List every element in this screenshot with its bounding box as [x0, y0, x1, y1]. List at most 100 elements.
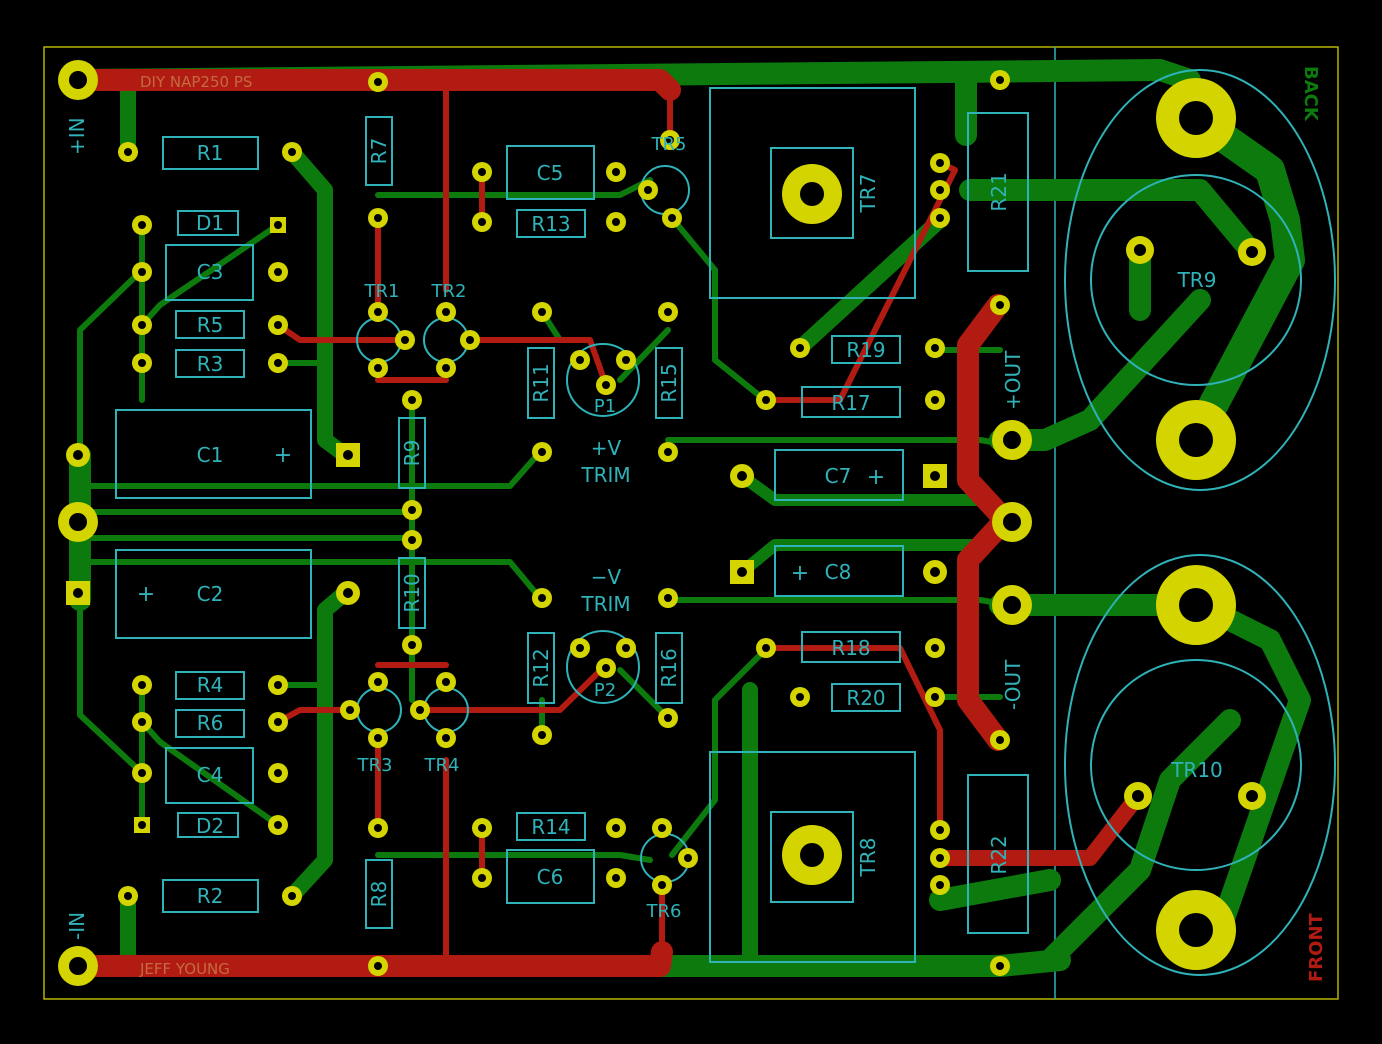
ref-R19: R19	[846, 338, 885, 362]
pad-hole	[664, 308, 672, 316]
front-label: FRONT	[1306, 912, 1327, 982]
pad-hole	[138, 359, 146, 367]
pad-hole	[538, 308, 546, 316]
pad-hole	[138, 221, 146, 229]
ref-D2: D2	[196, 814, 224, 838]
ref-R17: R17	[831, 391, 870, 415]
c7-plus: +	[867, 465, 885, 490]
pad-hole	[762, 396, 770, 404]
pad-hole	[274, 718, 282, 726]
ref-TR1: TR1	[364, 281, 400, 302]
pad-hole	[644, 186, 652, 194]
pad-hole	[346, 706, 354, 714]
pad-hole	[374, 308, 382, 316]
pad-hole	[478, 168, 486, 176]
pad-hole	[931, 644, 939, 652]
ref-R22: R22	[987, 835, 1011, 874]
ref-R5: R5	[197, 313, 224, 337]
ref-R13: R13	[531, 212, 570, 236]
c8-plus: +	[791, 561, 809, 586]
ref-TR4: TR4	[424, 755, 460, 776]
pad-hole	[374, 364, 382, 372]
ref-P1: P1	[594, 396, 616, 417]
pad-hole	[408, 506, 416, 514]
ref-R11: R11	[529, 363, 553, 402]
c1-plus: +	[274, 443, 292, 468]
pad-hole	[612, 824, 620, 832]
pad-hole	[576, 356, 584, 364]
pad-hole	[538, 448, 546, 456]
ref-R1: R1	[197, 141, 224, 165]
pad-hole	[138, 268, 146, 276]
pad-hole	[374, 678, 382, 686]
ref-R4: R4	[197, 673, 224, 697]
pad-hole	[762, 644, 770, 652]
pad-hole	[124, 148, 132, 156]
pad-hole	[796, 344, 804, 352]
vtrim-pos-line2: TRIM	[580, 463, 630, 487]
pad-hole	[796, 693, 804, 701]
pad-hole	[374, 734, 382, 742]
ref-C5: C5	[537, 161, 564, 185]
pad-hole	[684, 854, 692, 862]
ref-TR9: TR9	[1177, 268, 1217, 292]
pad-hole	[664, 448, 672, 456]
pad-hole	[936, 881, 944, 889]
ref-P2: P2	[594, 680, 616, 701]
board-edge	[43, 46, 1339, 1000]
pad-hole	[288, 892, 296, 900]
pad-hole	[274, 681, 282, 689]
pad-hole	[931, 693, 939, 701]
pad-hole	[408, 536, 416, 544]
pad-hole	[622, 644, 630, 652]
in-neg-label: -IN	[65, 912, 89, 940]
pad-hole	[602, 381, 610, 389]
pad-hole	[668, 214, 676, 222]
pad-hole	[538, 594, 546, 602]
pad-hole	[612, 218, 620, 226]
pad-hole	[612, 874, 620, 882]
ref-R9: R9	[400, 440, 424, 467]
pad-hole	[374, 78, 382, 86]
ref-R14: R14	[531, 815, 570, 839]
pad-hole	[466, 336, 474, 344]
ref-C8: C8	[825, 560, 852, 584]
ref-R3: R3	[197, 352, 224, 376]
pad-hole	[936, 214, 944, 222]
ref-R12: R12	[529, 648, 553, 687]
pad-hole	[374, 824, 382, 832]
pad-hole	[996, 962, 1004, 970]
back-label: BACK	[1300, 66, 1321, 122]
pad-hole	[538, 731, 546, 739]
ref-TR6: TR6	[646, 901, 682, 922]
pad-hole	[996, 301, 1004, 309]
ref-R10: R10	[400, 573, 424, 612]
pad-hole	[602, 664, 610, 672]
pad-hole	[274, 769, 282, 777]
pad-hole	[374, 962, 382, 970]
pad-hole	[612, 168, 620, 176]
ref-C6: C6	[537, 865, 564, 889]
pad-hole	[442, 678, 450, 686]
ref-TR10: TR10	[1170, 758, 1223, 782]
ref-R8: R8	[367, 881, 391, 908]
pad-hole	[931, 344, 939, 352]
vtrim-neg-line1: −V	[591, 565, 622, 589]
pad-hole	[274, 268, 282, 276]
board-author: JEFF YOUNG	[139, 960, 230, 978]
in-pos-label: +IN	[65, 117, 89, 155]
pad-hole	[936, 159, 944, 167]
vtrim-neg-line2: TRIM	[580, 592, 630, 616]
pad-hole	[124, 892, 132, 900]
pad-hole	[658, 881, 666, 889]
pad-hole	[996, 736, 1004, 744]
ref-C7: C7	[825, 464, 852, 488]
ref-C3: C3	[197, 260, 224, 284]
pad-hole	[478, 824, 486, 832]
pad-hole	[996, 76, 1004, 84]
pad-hole	[416, 706, 424, 714]
ref-C4: C4	[197, 763, 224, 787]
pad-hole	[442, 734, 450, 742]
pad-hole	[931, 396, 939, 404]
